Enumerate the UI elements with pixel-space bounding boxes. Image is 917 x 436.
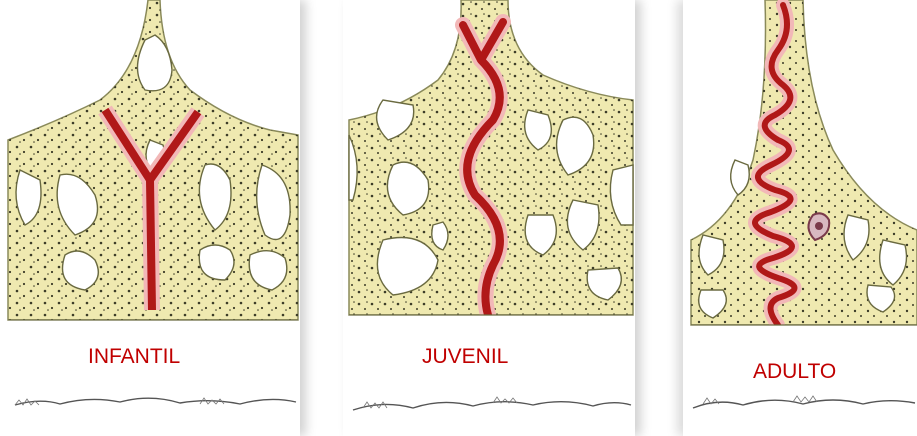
- panel-infantil: INFANTIL: [0, 0, 300, 436]
- panel-adulto: ADULTO: [683, 0, 917, 436]
- label-adulto: ADULTO: [753, 360, 836, 384]
- juvenil-suture-diagram: [343, 0, 635, 436]
- panel-juvenil: JUVENIL: [343, 0, 635, 436]
- infantil-suture-diagram: [0, 0, 300, 436]
- label-infantil: INFANTIL: [88, 345, 180, 369]
- bone-mass: [691, 0, 917, 325]
- label-juvenil: JUVENIL: [422, 345, 508, 369]
